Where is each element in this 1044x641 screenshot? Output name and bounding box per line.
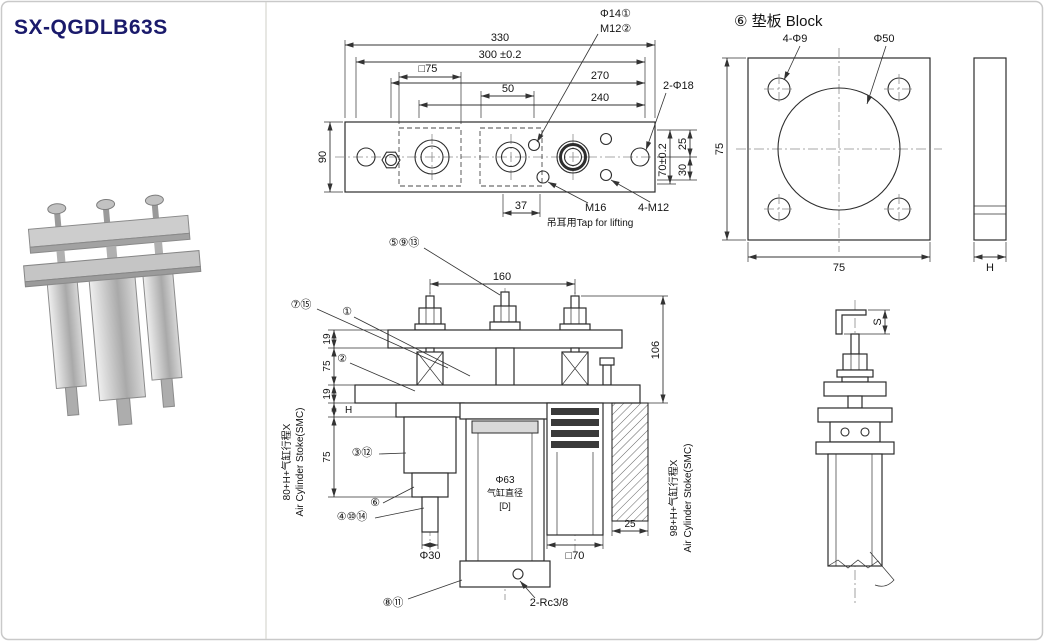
callout-5-9-13: ⑤⑨⑬ (389, 236, 420, 249)
dim-70: 70±0.2 (657, 143, 669, 177)
second-plate (354, 384, 641, 404)
callout-8-11: ⑧⑪ (383, 596, 404, 609)
dim-37: 37 (515, 200, 527, 212)
dim-s: S (872, 318, 884, 325)
main-cylinder: Φ63 气缸直径 [D] (459, 402, 551, 588)
m12-hole-b (599, 168, 613, 182)
dim-75-upper: 75 (322, 360, 333, 372)
callout-7-15: ⑦⑮ (291, 298, 312, 311)
label-m12: M12② (600, 23, 631, 35)
dim-90: 90 (317, 151, 329, 163)
note-left-en: Air Cylinder Stoke(SMC) (295, 408, 306, 517)
left-guide-cylinder (395, 402, 465, 533)
label-phi63: Φ63 (495, 475, 515, 486)
dim-75-bottom: 75 (833, 262, 845, 274)
photo-center-cylinder (88, 276, 147, 402)
side-plate-2 (817, 407, 893, 423)
dim-4phi9: 4-Φ9 (783, 33, 808, 45)
label-4m12: 4-M12 (638, 202, 669, 214)
block-view: ⑥ 垫板 Block 4-Φ9 Φ50 75 75 H (714, 12, 1007, 274)
side-bracket (835, 309, 867, 335)
dim-sq70: □70 (566, 550, 585, 562)
photo-right-cylinder (142, 273, 183, 381)
product-photo (23, 194, 202, 426)
bushing-right (561, 351, 589, 386)
mounting-wall-section (611, 402, 649, 522)
dim-phi30: Φ30 (419, 550, 440, 562)
label-m16: M16 (585, 202, 606, 214)
note-left-cn: 80+H+气缸行程X (280, 423, 293, 500)
side-plate-3 (815, 441, 895, 455)
photo-bolts (47, 194, 164, 229)
top-view: 330 300 ±0.2 □75 270 50 240 90 70±0.2 25… (317, 8, 697, 229)
bushing-left (416, 351, 444, 386)
hex-nut-feature (381, 151, 401, 169)
end-hole-left (356, 147, 376, 167)
block-center-bore (777, 87, 901, 211)
front-view: 160 (280, 236, 694, 609)
hidden-square-right (479, 127, 543, 187)
note-lifting: 吊耳用Tap for lifting (547, 217, 634, 229)
dim-sq75: □75 (419, 63, 438, 75)
m16-hole (536, 170, 550, 184)
callout-3-12: ③⑫ (352, 446, 373, 459)
side-cylinder-body (827, 453, 883, 567)
dim-phi50: Φ50 (873, 33, 894, 45)
dim-19-mid: 19 (322, 388, 333, 400)
callout-4-10-14: ④⑩⑭ (337, 510, 368, 523)
callout-6: ⑥ (370, 497, 380, 509)
dim-240: 240 (591, 92, 609, 104)
dim-25-wall: 25 (624, 519, 636, 530)
dim-106: 106 (650, 341, 662, 359)
dim-270: 270 (591, 70, 609, 82)
top-studs (414, 291, 591, 331)
photo-left-cylinder (46, 281, 87, 390)
dim-30: 30 (677, 164, 689, 176)
end-hole-right (630, 147, 650, 167)
dim-50: 50 (502, 83, 514, 95)
dim-h-plate: H (345, 405, 352, 416)
side-plate-1 (823, 381, 887, 397)
label-bore-cn: 气缸直径 (487, 487, 523, 498)
note-right-cn: 98+H+气缸行程X (667, 459, 680, 536)
dim-19-top: 19 (322, 333, 333, 345)
dim-160: 160 (493, 271, 511, 283)
hidden-square-left (398, 127, 462, 187)
side-view: S (815, 300, 895, 606)
label-2rc38: 2-Rc3/8 (530, 597, 569, 609)
dim-75-lower: 75 (322, 451, 333, 463)
label-phi14: Φ14① (600, 8, 631, 20)
block-title: ⑥ 垫板 Block (734, 12, 823, 30)
callout-1: ① (342, 306, 352, 318)
callout-2: ② (337, 353, 347, 365)
dim-25: 25 (677, 138, 689, 150)
m12-hole-a (599, 132, 613, 146)
center-bore (495, 141, 527, 173)
rod-bore (556, 140, 590, 174)
dim-75-left: 75 (714, 143, 726, 155)
dim-330: 330 (491, 32, 509, 44)
top-plate (387, 329, 623, 349)
label-2phi18: 2-Φ18 (663, 80, 694, 92)
phi14-hole (527, 138, 541, 152)
block-side (973, 57, 1007, 241)
dim-300: 300 ±0.2 (479, 49, 522, 61)
page-title: SX-QGDLB63S (14, 16, 168, 39)
dim-h-block: H (986, 262, 994, 274)
note-right-en: Air Cylinder Stoke(SMC) (683, 444, 694, 553)
label-bore-d: [D] (499, 501, 511, 511)
guide-bore-left (414, 139, 450, 175)
right-guide (546, 402, 604, 536)
